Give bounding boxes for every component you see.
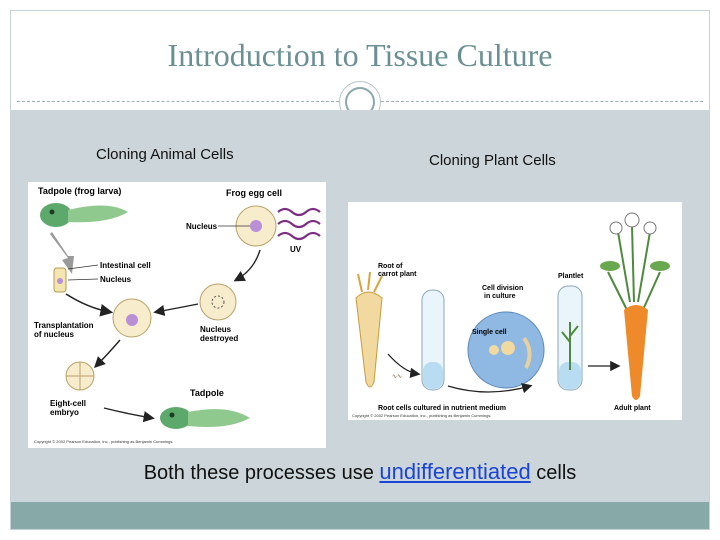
uv-waves — [277, 207, 321, 241]
label-frog-egg-cell: Frog egg cell — [226, 188, 282, 198]
intestinal-cell-illustration — [53, 267, 67, 293]
culture-tube-1 — [421, 289, 445, 391]
adult-carrot-plant-illustration — [600, 212, 670, 400]
label-nucleus-mid: Nucleus — [100, 275, 132, 284]
label-nucleus-top: Nucleus — [186, 222, 218, 231]
plant-cloning-figure: Root of carrot plant ∿∿ — [348, 202, 682, 420]
label-plantlet: Plantlet — [558, 273, 584, 280]
frog-egg-cell-illustration — [235, 205, 277, 247]
root-cells-bits: ∿∿ — [392, 374, 402, 380]
plant-copyright: Copyright © 2002 Pearson Education, Inc.… — [352, 413, 491, 418]
slide-frame: Introduction to Tissue Culture Cloning A… — [10, 10, 710, 530]
animal-copyright: Copyright © 2002 Pearson Education, Inc.… — [34, 439, 173, 444]
label-eight-cell-1: Eight-cell — [50, 399, 86, 408]
label-cell-division-2: in culture — [484, 293, 516, 300]
slide-title: Introduction to Tissue Culture — [167, 37, 553, 73]
label-root-cells-cultured: Root cells cultured in nutrient medium — [378, 405, 506, 412]
tadpole-illustration — [160, 407, 250, 429]
label-root-2: carrot plant — [378, 271, 417, 278]
label-tadpole: Tadpole — [190, 388, 224, 398]
label-cell-division-1: Cell division — [482, 285, 523, 292]
culture-tube-2 — [557, 285, 583, 391]
eight-cell-embryo-illustration — [65, 361, 95, 391]
content-area: Cloning Animal Cells Cloning Plant Cells… — [11, 110, 709, 502]
grey-arrow — [50, 232, 74, 274]
transplanted-cell-illustration — [112, 298, 152, 338]
tadpole-larva-illustration — [40, 203, 128, 227]
plant-heading: Cloning Plant Cells — [429, 152, 556, 169]
animal-cloning-figure: Tadpole (frog larva) Intestinal cell Nuc… — [28, 182, 326, 448]
caption-prefix: Both these processes use — [143, 462, 374, 484]
label-adult-plant: Adult plant — [614, 405, 651, 412]
label-eight-cell-2: embryo — [50, 408, 79, 417]
footer-bar — [11, 502, 709, 529]
label-root-1: Root of — [378, 263, 403, 270]
carrot-root-illustration — [355, 271, 383, 388]
label-tadpole-larva: Tadpole (frog larva) — [38, 186, 121, 196]
label-nucleus-destroyed-2: destroyed — [200, 334, 238, 343]
label-transplantation-2: of nucleus — [34, 330, 75, 339]
undifferentiated-link[interactable]: undifferentiated — [379, 459, 531, 484]
label-single-cell: Single cell — [472, 329, 507, 336]
label-nucleus-destroyed-1: Nucleus — [200, 325, 232, 334]
enucleated-cell-illustration — [199, 283, 237, 321]
cell-division-illustration — [467, 311, 545, 389]
divider-left — [17, 101, 339, 102]
label-intestinal-cell: Intestinal cell — [100, 261, 151, 270]
divider-right — [381, 101, 703, 102]
label-uv: UV — [290, 245, 302, 254]
bottom-caption: Both these processes use undifferentiate… — [11, 459, 709, 485]
label-transplantation-1: Transplantation — [34, 321, 94, 330]
caption-suffix: cells — [536, 462, 577, 484]
animal-heading: Cloning Animal Cells — [96, 146, 234, 163]
